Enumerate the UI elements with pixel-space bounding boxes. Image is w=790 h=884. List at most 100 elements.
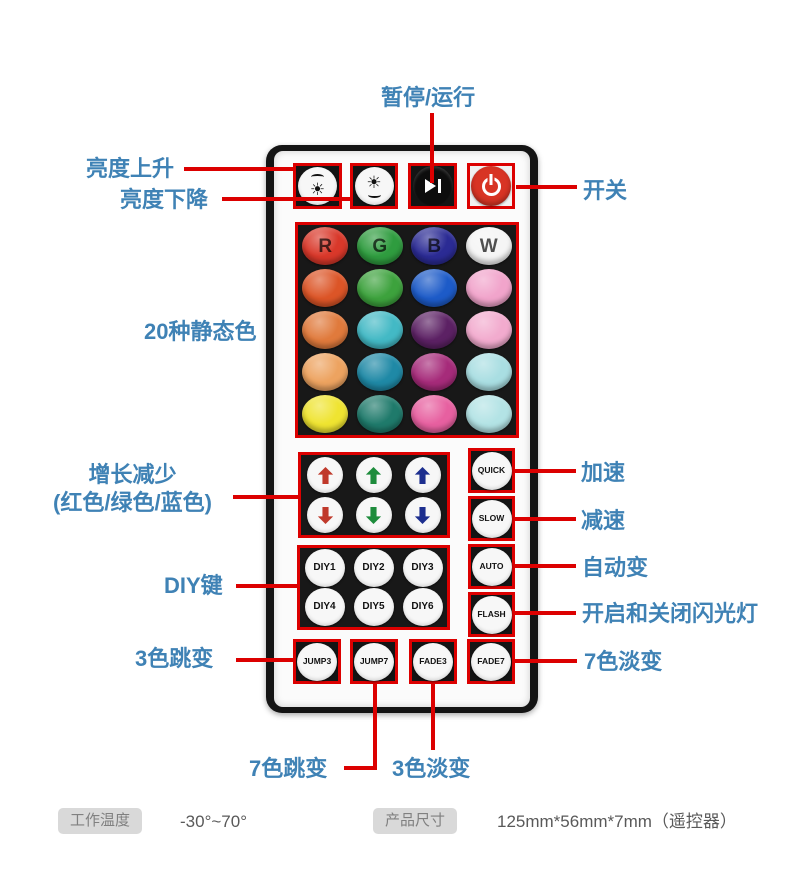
static-colors-label: 20种静态色 [144,319,257,344]
color-button-label: B [427,235,442,257]
diy5-button-label: DIY5 [362,601,385,613]
jump7-button: JUMP7 [354,642,394,681]
spec-value-product-size: 125mm*56mm*7mm（遥控器） [497,812,737,831]
down-arrow-icon [415,506,431,524]
brightness-down-key-box: ☀ [350,163,398,209]
annotation-line-speed-up [515,469,576,473]
up-arrow-icon [366,466,382,484]
jump7-key-box: JUMP7 [350,639,398,684]
brightness-up-label: 亮度上升 [86,156,175,181]
sun-icon: ☀ [309,180,326,199]
fade7-key-box: FADE7 [467,639,515,684]
annotation-line-jump7-h [344,766,377,770]
flash-key-box: FLASH [468,592,515,637]
quick-key-box: QUICK [468,448,515,493]
color-button-label: R [318,235,333,257]
color-button-label: W [479,235,498,257]
power-icon [481,173,501,196]
color-button [356,395,403,433]
power-key-box [467,163,515,209]
color-button [302,395,349,433]
diy6-button: DIY6 [402,588,443,627]
color-grid-panel: R G B W [295,222,519,438]
fade3-button: FADE3 [413,642,453,681]
quick-button-label: QUICK [477,465,506,476]
flash-toggle-label: 开启和关闭闪光灯 [582,601,759,626]
color-button [302,269,349,307]
color-button [411,395,458,433]
diy6-button-label: DIY6 [411,601,434,613]
color-button [411,353,458,391]
blue-down-button [404,497,441,533]
quick-button: QUICK [471,451,512,490]
color-button [356,353,403,391]
down-arrow-icon [317,506,333,524]
down-arrow-icon [366,506,382,524]
annotation-line-auto [515,564,576,568]
slow-key-box: SLOW [468,496,515,541]
color-button [356,269,403,307]
annotation-line-diy [236,584,297,588]
color-button: G [356,227,403,265]
annotation-line-flash [515,611,576,615]
jump3-button-label: JUMP3 [302,656,332,667]
annotation-line-brightness-up [184,167,294,171]
spec-tag-product-size: 产品尺寸 [373,808,458,834]
auto-button: AUTO [471,547,512,586]
flash-button-label: FLASH [477,609,506,620]
annotation-line-power [516,185,577,189]
fade7-button-label: FADE7 [477,656,505,667]
play-pause-icon [424,179,441,193]
red-up-button [307,457,344,493]
fade3-button-label: FADE3 [419,656,447,667]
green-down-button [355,497,392,533]
rgb-adjust-label-line2: (红色/绿色/蓝色) [53,489,212,515]
jump7-label: 7色跳变 [249,756,328,781]
annotation-line-brightness-down [222,197,353,201]
annotation-line-speed-down [515,517,576,521]
fade3-label: 3色淡变 [392,756,471,781]
diy2-button-label: DIY2 [362,561,385,573]
auto-key-box: AUTO [468,544,515,589]
pause-run-label: 暂停/运行 [381,85,476,110]
diy5-button: DIY5 [353,588,394,627]
diy-keys-panel: DIY1 DIY2 DIY3 DIY4 DIY5 DIY6 [297,545,450,630]
color-button [302,353,349,391]
annotation-line-rgb-adjust [233,495,298,499]
diy4-button: DIY4 [304,588,345,627]
up-arrow-icon [415,466,431,484]
diy4-button-label: DIY4 [313,601,336,613]
jump7-button-label: JUMP7 [359,656,389,667]
color-button [465,269,512,307]
color-button: W [465,227,512,265]
arc-down-icon [367,192,381,198]
speed-up-label: 加速 [581,460,626,485]
color-button [465,353,512,391]
diy-keys-label: DIY键 [164,573,223,598]
spec-tag-operating-temperature: 工作温度 [58,808,143,834]
diy2-button: DIY2 [353,548,394,587]
diy3-button: DIY3 [402,548,443,587]
diy1-button: DIY1 [304,548,345,587]
power-label: 开关 [583,178,628,203]
rgb-adjust-label: 增长减少 (红色/绿色/蓝色) [40,461,225,516]
annotation-line-pause-run [430,113,434,183]
fade7-button: FADE7 [471,642,511,681]
color-button [411,269,458,307]
color-button [356,311,403,349]
color-button [465,311,512,349]
blue-up-button [404,457,441,493]
flash-button: FLASH [471,595,512,634]
power-button [471,166,511,206]
up-arrow-icon [317,466,333,484]
brightness-down-button: ☀ [354,167,394,205]
annotation-line-fade3-v [431,684,435,750]
fade7-label: 7色淡变 [584,649,663,674]
diy3-button-label: DIY3 [411,561,434,573]
red-down-button [307,497,344,533]
color-button [465,395,512,433]
color-button: B [411,227,458,265]
slow-button: SLOW [471,499,512,538]
annotation-line-jump7-v [373,684,377,770]
brightness-down-label: 亮度下降 [120,187,209,212]
